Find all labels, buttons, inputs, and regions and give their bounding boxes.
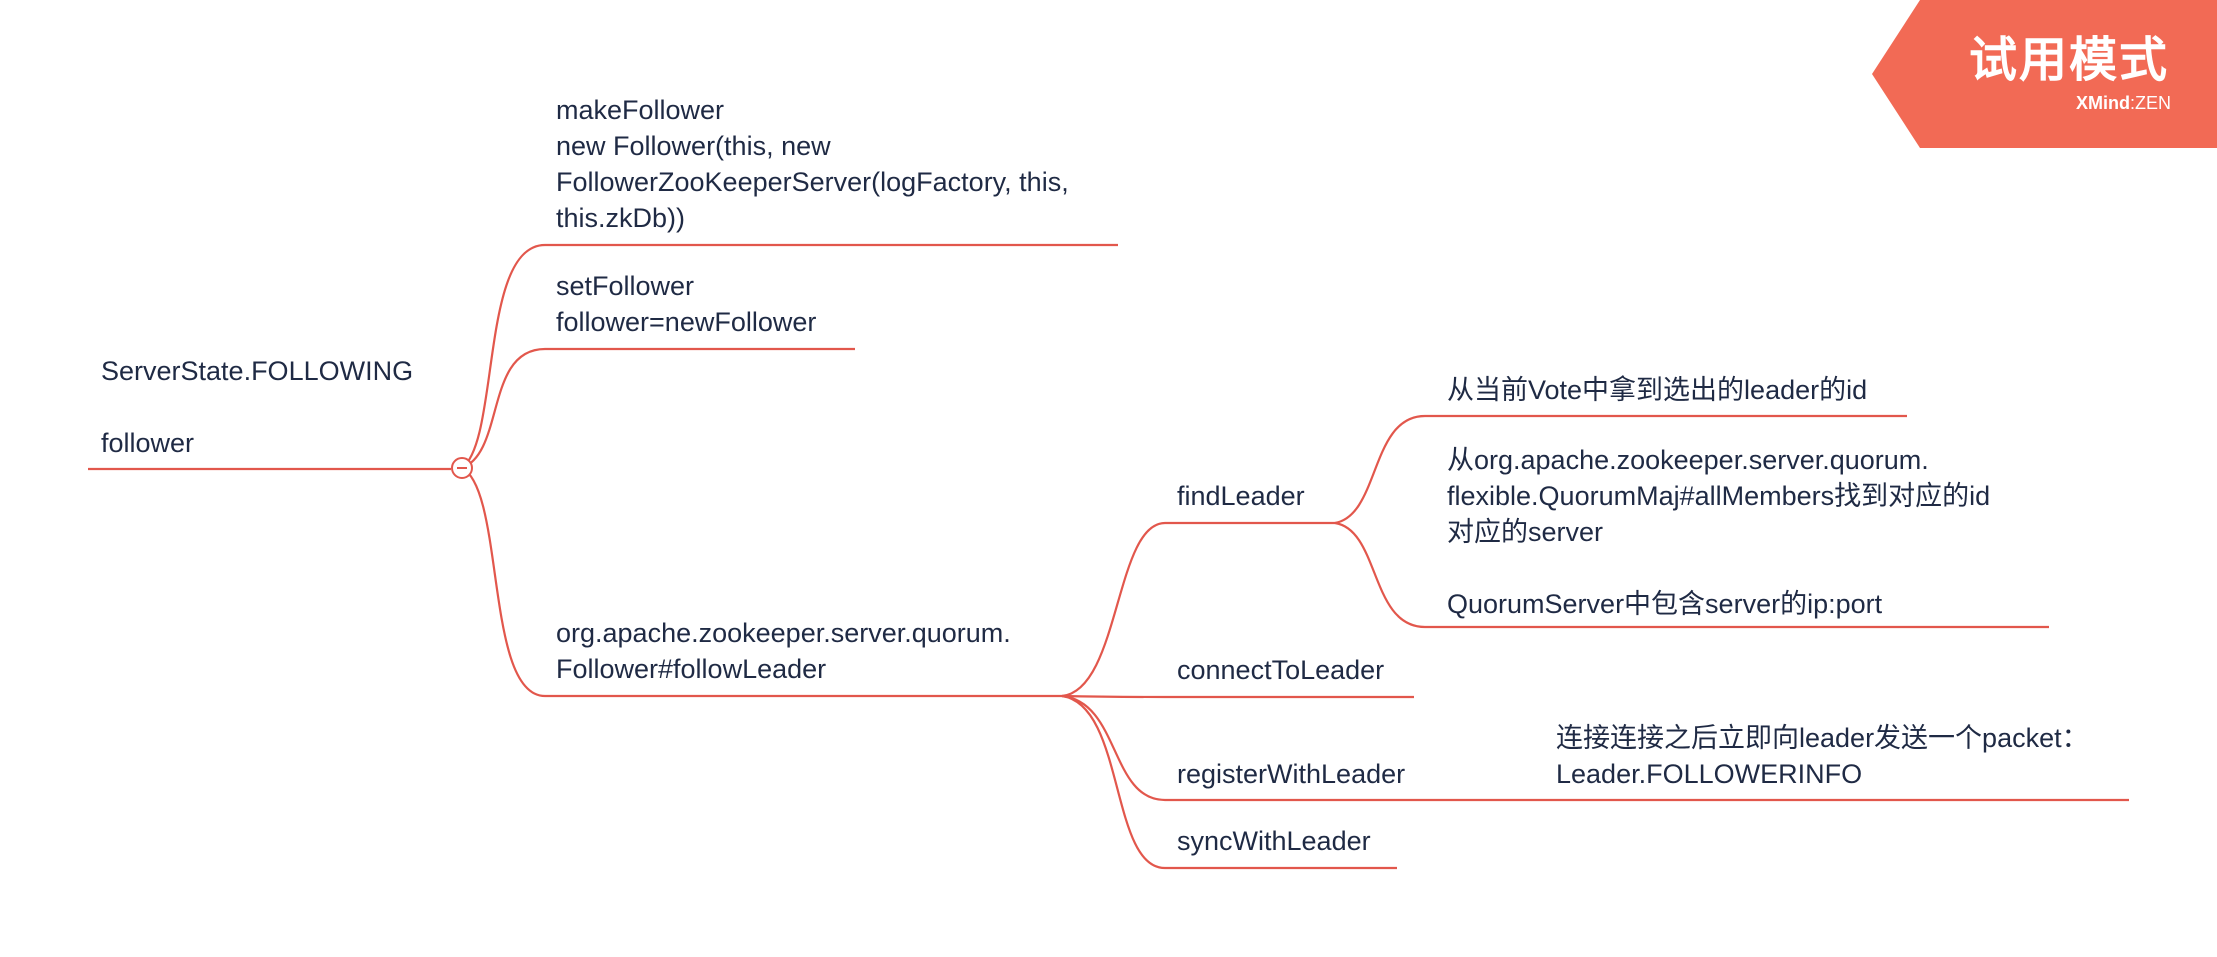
watermark-badge-shape (1872, 0, 2217, 148)
link-set-follower (461, 347, 855, 470)
make-follower-line-3: FollowerZooKeeperServer(logFactory, this… (556, 167, 1069, 197)
quorum-maj-gap (1447, 550, 1990, 586)
trial-mode-watermark: 试用模式 XMind:ZEN (1872, 0, 2217, 148)
link-vote-id (1334, 414, 1907, 525)
link-follow-leader (461, 467, 1062, 698)
register-with-leader-label: registerWithLeader (1177, 759, 1406, 789)
link-connect-to-leader (1061, 694, 1414, 699)
link-find-leader (1061, 521, 1335, 698)
topic-register-note[interactable]: 连接连接之后立即向leader发送一个packet： Leader.FOLLOW… (1556, 720, 2089, 792)
link-sync-with-leader (1061, 694, 1397, 870)
follow-leader-line-2: Follower#followLeader (556, 654, 827, 684)
set-follower-line-1: setFollower (556, 271, 695, 301)
quorum-maj-line-3: 对应的server (1447, 517, 1604, 547)
topic-sync-with-leader[interactable]: syncWithLeader (1177, 823, 1371, 859)
make-follower-line-1: makeFollower (556, 95, 725, 125)
watermark-title: 试用模式 (1968, 32, 2169, 88)
topic-set-follower[interactable]: setFollower follower=newFollower (556, 268, 816, 340)
make-follower-line-4: this.zkDb)) (556, 203, 686, 233)
topic-follow-leader[interactable]: org.apache.zookeeper.server.quorum. Foll… (556, 615, 1011, 687)
topic-quorum-maj[interactable]: 从org.apache.zookeeper.server.quorum. fle… (1447, 442, 1990, 622)
watermark-brand-bold: XMind (2075, 93, 2130, 113)
topic-connect-to-leader[interactable]: connectToLeader (1177, 652, 1384, 688)
vote-id-line-1: 从当前Vote中拿到选出的leader的id (1447, 375, 1868, 405)
follow-leader-line-1: org.apache.zookeeper.server.quorum. (556, 618, 1011, 648)
register-note-line-2: Leader.FOLLOWERINFO (1556, 759, 1863, 789)
link-register-with-leader (1061, 694, 1540, 802)
quorum-maj-line-1: 从org.apache.zookeeper.server.quorum. (1447, 445, 1929, 475)
sync-with-leader-label: syncWithLeader (1177, 826, 1371, 856)
make-follower-line-2: new Follower(this, new (556, 131, 831, 161)
topic-make-follower[interactable]: makeFollower new Follower(this, new Foll… (556, 92, 1069, 236)
quorum-maj-line-2: flexible.QuorumMaj#allMembers找到对应的id (1447, 481, 1991, 511)
register-note-line-1: 连接连接之后立即向leader发送一个packet： (1556, 723, 2089, 753)
link-quorum-maj (1334, 521, 2049, 629)
watermark-brand-rest: :ZEN (2129, 93, 2171, 113)
collapse-toggle-icon[interactable] (451, 457, 473, 479)
root-line-3: follower (101, 428, 195, 458)
watermark-brand: XMind:ZEN (2076, 92, 2171, 114)
root-line-1: ServerState.FOLLOWING (101, 356, 414, 386)
set-follower-line-2: follower=newFollower (556, 307, 817, 337)
topic-find-leader[interactable]: findLeader (1177, 478, 1305, 514)
link-make-follower (461, 243, 1118, 469)
root-topic[interactable]: ServerState.FOLLOWING follower (101, 353, 413, 461)
find-leader-label: findLeader (1177, 481, 1305, 511)
connect-to-leader-label: connectToLeader (1177, 655, 1385, 685)
root-gap (101, 389, 413, 425)
topic-register-with-leader[interactable]: registerWithLeader (1177, 756, 1405, 792)
topic-vote-id[interactable]: 从当前Vote中拿到选出的leader的id (1447, 372, 1867, 408)
quorum-maj-line-5: QuorumServer中包含server的ip:port (1447, 589, 1883, 619)
